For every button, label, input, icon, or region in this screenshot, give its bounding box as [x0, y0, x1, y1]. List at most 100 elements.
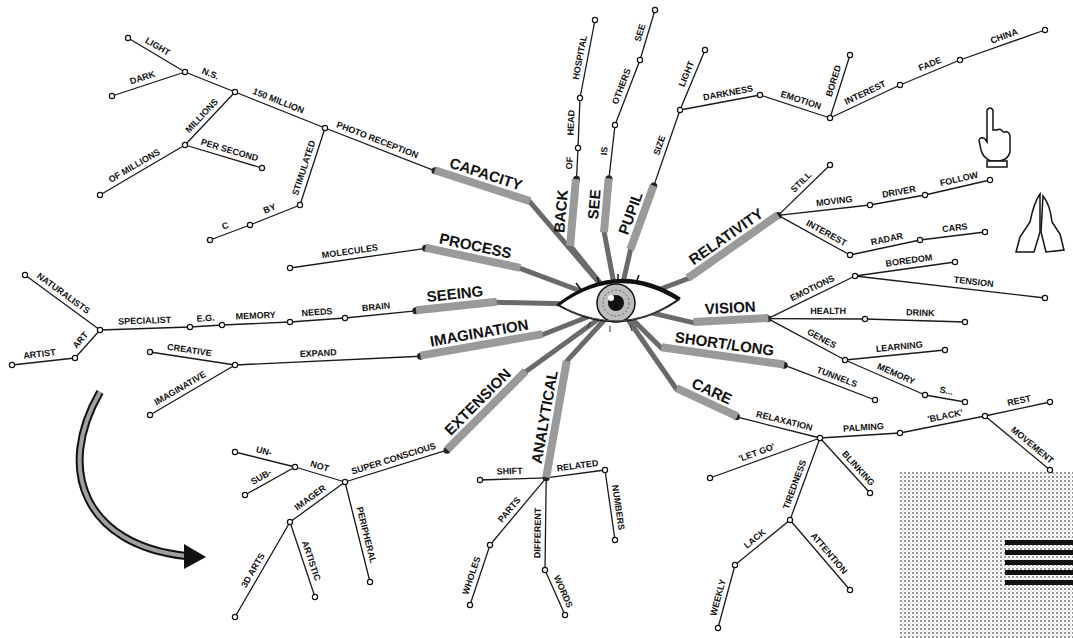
branch-dot	[842, 357, 847, 362]
branch-dot	[562, 612, 567, 617]
branch-word: PER SECOND	[199, 138, 259, 165]
branch-word: SIZE	[652, 135, 668, 157]
branch-word: MOLECULES	[321, 243, 378, 261]
branch-line	[290, 318, 345, 322]
branch-dot	[987, 177, 992, 182]
branch-dot	[109, 93, 114, 98]
branch-word: EXPAND	[300, 348, 337, 360]
branch-dot	[147, 349, 152, 354]
branch-title: VISION	[704, 298, 756, 318]
branch-word: NATURALISTS	[35, 272, 92, 317]
branch-word: IS	[600, 146, 611, 156]
branch-dot	[342, 479, 347, 484]
branch-dot	[702, 47, 707, 52]
branch-dot	[247, 222, 252, 227]
branch-dot	[287, 265, 292, 270]
branch-dot	[872, 397, 877, 402]
branch-dot	[817, 435, 822, 440]
branch-line	[150, 365, 235, 415]
branch-band: PROCESS	[425, 228, 525, 273]
branch-line	[768, 276, 855, 319]
branch-dot	[232, 449, 237, 454]
branch-title: CAPACITY	[448, 154, 525, 194]
branch-title: PUPIL	[615, 190, 646, 237]
branch-dot	[577, 95, 582, 100]
branch-dot	[97, 327, 102, 332]
branch-dot	[982, 413, 987, 418]
branch-word: STIMULATED	[291, 139, 318, 197]
branch-dot	[322, 125, 327, 130]
branch-band: VISION	[692, 297, 768, 326]
branch-line	[735, 520, 790, 565]
band-dot	[573, 176, 580, 183]
branch-line	[578, 98, 580, 148]
branch-band: SEEING	[414, 281, 497, 315]
branch-word: CHINA	[989, 28, 1019, 47]
branch-word: UN-	[255, 445, 273, 458]
textured-panel	[900, 472, 1073, 638]
branch-line	[25, 275, 100, 330]
branch-band: RELATIVITY	[676, 198, 781, 282]
branch-dot	[125, 35, 130, 40]
branch-line	[325, 128, 435, 171]
branch-dot	[982, 229, 987, 234]
branch-title: SHORT/LONG	[674, 329, 775, 360]
branch-dot	[867, 490, 872, 495]
band-dot	[422, 245, 429, 252]
branch-word: FADE	[917, 56, 943, 74]
branch-line	[235, 522, 290, 617]
branch-dot	[342, 315, 347, 320]
branch-word: OF MILLIONS	[107, 148, 162, 186]
branch-word: N.S.	[200, 67, 220, 83]
branch-line	[190, 325, 222, 327]
branch-title: CARE	[689, 375, 735, 409]
branch-word: TIREDNESS	[782, 459, 809, 511]
branch-word: NUMBERS	[609, 484, 625, 530]
branch-title: SEE	[584, 189, 604, 220]
branch-dot	[707, 475, 712, 480]
branch-dot	[637, 57, 642, 62]
branch-dot	[232, 614, 237, 619]
branch-word: E.G.	[196, 314, 215, 325]
branch-dot	[715, 625, 720, 630]
branch-band: EXTENSION	[432, 357, 528, 453]
branch-word: RADAR	[870, 232, 904, 248]
branch-dot	[847, 252, 852, 257]
branch-line	[855, 276, 1045, 298]
branch-title: PROCESS	[438, 230, 513, 262]
branch-line	[480, 478, 546, 480]
branch-dot	[827, 115, 832, 120]
branch-word: STILL	[789, 170, 814, 195]
branch-dot	[852, 273, 857, 278]
branch-word: HEAD	[567, 110, 578, 136]
branch-dot	[847, 52, 852, 57]
branch-line	[100, 327, 190, 330]
branch-dot	[467, 602, 472, 607]
branch-line	[290, 482, 345, 522]
band-dot	[605, 175, 612, 182]
branch-dot	[1047, 467, 1052, 472]
branch-word: CARS	[942, 222, 969, 235]
branch-dot	[827, 162, 832, 167]
branch-dot	[942, 347, 947, 352]
branch-word: DRINK	[906, 308, 935, 319]
branch-word: MEMORY	[875, 362, 916, 387]
branch-word: MILLIONS	[184, 97, 221, 135]
branch-dot	[962, 399, 967, 404]
branch-dot	[862, 316, 867, 321]
branch-dot	[957, 57, 962, 62]
branch-line	[784, 365, 875, 400]
branch-dot	[207, 237, 212, 242]
branch-dot	[652, 7, 657, 12]
branch-line	[545, 478, 546, 570]
branch-word: DARK	[129, 70, 157, 88]
branch-word: PHOTO RECEPTION	[335, 120, 420, 161]
praying-hands	[1016, 194, 1064, 252]
branch-word: HOSPITAL	[572, 35, 590, 81]
pointing-hand	[979, 108, 1010, 167]
branch-line	[609, 125, 615, 179]
branch-word: NEEDS	[301, 307, 333, 319]
branch-word: CREATIVE	[166, 343, 212, 360]
branch-dot	[612, 122, 617, 127]
branch-dot	[182, 69, 187, 74]
